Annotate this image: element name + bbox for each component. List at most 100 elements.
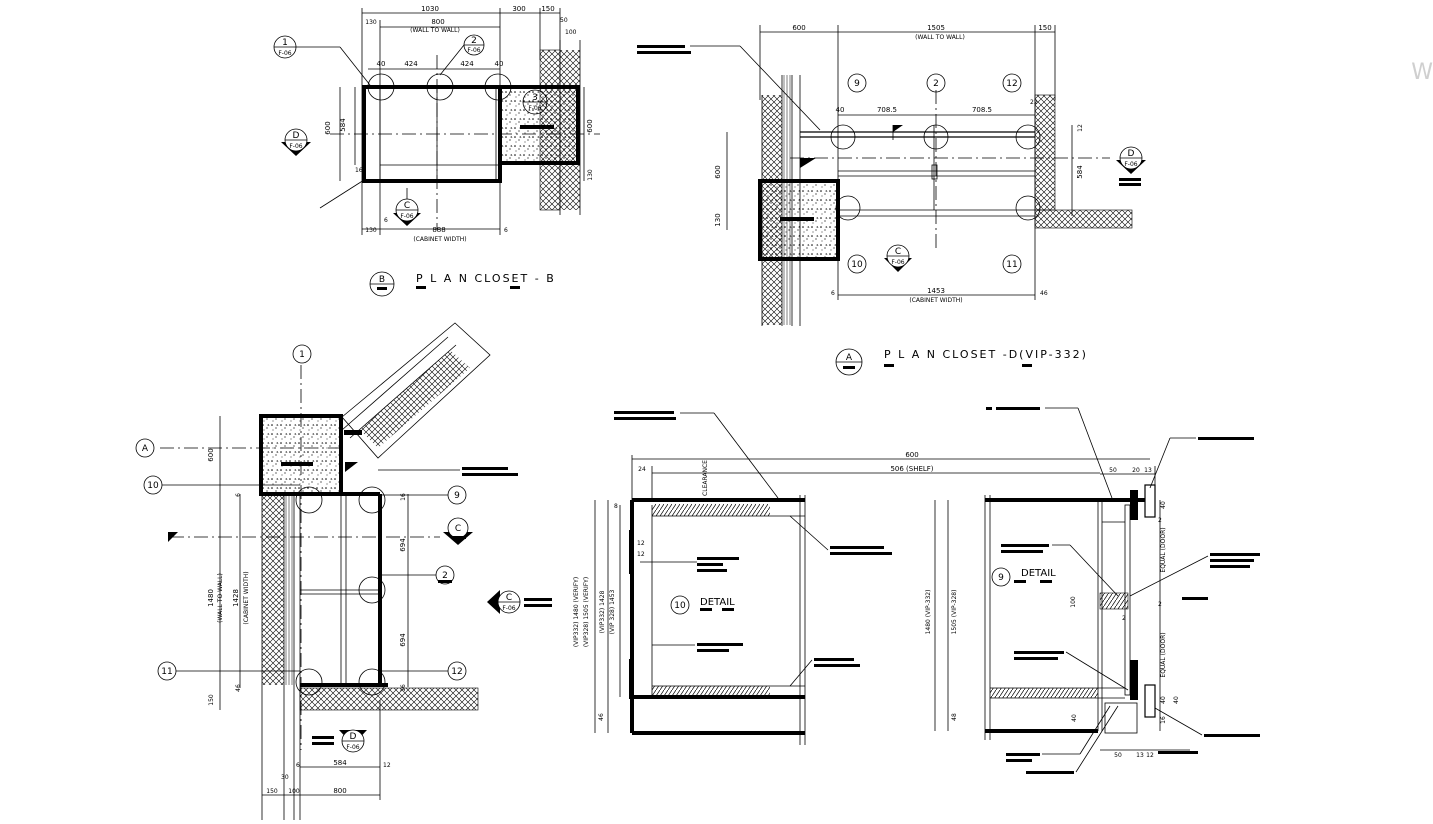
d9-vdim-1480: 1480 (VIP-332)	[925, 590, 932, 635]
top-dim-600: 600	[792, 24, 805, 32]
marker-c-10: 10	[143, 475, 300, 495]
bottom-dim-c-150: 150	[266, 788, 278, 795]
detail-10: 600 506 (SHELF) 24 CLEARANCE (VIP332) 14…	[573, 411, 1150, 745]
marker-c-12: 12	[380, 661, 467, 681]
right-dim-c-694a: 694	[399, 538, 407, 552]
svg-text:F-06: F-06	[278, 50, 291, 57]
plan-closet-b: 1030 800 (WALL TO WALL) 300 150 50 100 1…	[273, 5, 600, 297]
svg-text:1: 1	[282, 38, 288, 48]
d9-vdim-1505: 1505 (VIP-328)	[951, 590, 958, 635]
d9-dim-50: 50	[1109, 467, 1117, 474]
left-dim-c-150: 150	[208, 694, 215, 706]
wall-to-wall-label-a: (WALL TO WALL)	[915, 34, 965, 41]
right-dim-a-584: 584	[1076, 165, 1084, 179]
svg-text:F-06: F-06	[467, 47, 480, 54]
marker-c-9: 9	[380, 485, 467, 505]
right-dim-c-16a: 16	[400, 493, 407, 501]
bottom-dim-c-30: 30	[281, 774, 289, 781]
dim-50: 50	[560, 17, 568, 24]
section-marker-d: D F-06	[281, 128, 311, 156]
svg-text:C: C	[455, 524, 461, 534]
d9-rdim-16: 16	[1160, 716, 1167, 724]
left-dim-600: 600	[324, 121, 332, 134]
wall-to-wall-label: (WALL TO WALL)	[410, 27, 460, 34]
d9-rdim-2a: 2	[1158, 517, 1162, 524]
top-dim-1505: 1505	[927, 24, 945, 32]
marker-c-1: 1	[292, 344, 312, 364]
d9-vdim-48: 48	[951, 713, 958, 721]
section-marker-c: C F-06	[393, 188, 421, 226]
right-dim-a-12: 12	[1077, 124, 1084, 132]
bottom-dim-c-584: 584	[333, 759, 347, 767]
spacing-40-a: 40	[377, 60, 386, 68]
bottom-dim-130: 130	[365, 227, 377, 234]
watermark: W	[1411, 60, 1433, 85]
svg-text:F-06: F-06	[891, 259, 904, 266]
svg-text:1: 1	[299, 350, 305, 360]
d10-vdim-4: (VIP 328) 1453	[609, 589, 616, 634]
left-dim-a-600: 600	[714, 165, 722, 178]
svg-text:D: D	[350, 732, 357, 742]
d9-rdim-40c: 40	[1173, 696, 1180, 704]
right-dim-130: 130	[587, 169, 594, 181]
svg-text:D: D	[293, 131, 300, 141]
marker-12: 12	[1002, 73, 1022, 93]
left-dim-c-1428: 1428	[232, 589, 240, 607]
marker-11: 11	[1002, 254, 1022, 274]
marker-2: 2	[926, 73, 946, 93]
section-marker-c-c1: C	[443, 517, 473, 545]
top-dim-150: 150	[1038, 24, 1051, 32]
svg-text:12: 12	[451, 667, 462, 677]
svg-text:B: B	[379, 275, 385, 285]
svg-text:A: A	[846, 353, 853, 363]
svg-text:F-06: F-06	[289, 143, 302, 150]
plan-b-title: B P L A N CLOSET - B	[369, 271, 554, 297]
dim-1030: 1030	[421, 5, 439, 13]
d9-sdim-2: 2	[1122, 615, 1126, 622]
svg-text:F-06: F-06	[502, 605, 515, 612]
spacing-424-a: 424	[404, 60, 418, 68]
d9-rdim-equal-b: EQUAL (DOOR)	[1160, 632, 1167, 677]
svg-text:2: 2	[933, 79, 939, 89]
bottom-dim-6-l: 6	[384, 217, 388, 224]
plan-closet-d: 600 1505 150 (WALL TO WALL) 40 708.5 708…	[637, 24, 1146, 376]
d9-sdim-100: 100	[1070, 596, 1077, 608]
svg-text:2: 2	[471, 36, 477, 46]
section-marker-c-c2: C F-06	[487, 590, 552, 614]
d9-sdim-50: 50	[1114, 752, 1122, 759]
svg-text:10: 10	[851, 260, 863, 270]
marker-c-a: A	[135, 438, 155, 458]
spacing-a-708-a: 708.5	[877, 106, 897, 114]
left-dim-c-cabinet: (CABINET WIDTH)	[243, 571, 250, 624]
svg-text:2: 2	[442, 571, 448, 581]
bottom-dim-c-12: 12	[383, 762, 391, 769]
d10-label: DETAIL	[700, 597, 735, 608]
left-dim-c-46: 46	[235, 684, 242, 692]
d9-num: 9	[998, 573, 1004, 583]
d10-vdim-2: (VIP328) 1505 (VERIFY)	[583, 577, 590, 647]
svg-text:C: C	[506, 593, 512, 603]
d9-rdim-equal-a: EQUAL (DOOR)	[1160, 527, 1167, 572]
cabinet-width-label-a: (CABINET WIDTH)	[909, 297, 962, 304]
cabinet-width-label: (CABINET WIDTH)	[413, 236, 466, 243]
d9-rdim-2b: 2	[1158, 601, 1162, 608]
d10-dim-24: 24	[638, 466, 646, 473]
left-dim-16: 16	[355, 167, 363, 174]
svg-text:10: 10	[147, 481, 159, 491]
callout-3-concrete: 3 F-06	[522, 89, 548, 115]
bottom-dim-c-6: 6	[296, 762, 300, 769]
dim-800: 800	[431, 18, 444, 26]
spacing-424-b: 424	[460, 60, 474, 68]
svg-text:F-06: F-06	[400, 213, 413, 220]
detail-9: 50 20 13 1480 (VIP-332) 1505 (VIP-328) 4…	[925, 407, 1260, 774]
left-dim-c-6: 6	[235, 493, 242, 497]
svg-text:9: 9	[454, 491, 460, 501]
bottom-dim-a-1453: 1453	[927, 287, 945, 295]
section-marker-d-a: D F-06	[1116, 146, 1146, 186]
left-dim-a-130: 130	[714, 213, 722, 226]
marker-c-2: 2	[380, 565, 455, 585]
marker-c-11: 11	[157, 661, 300, 681]
spacing-a-708-b: 708.5	[972, 106, 992, 114]
callout-2: 2 F-06	[439, 34, 485, 76]
